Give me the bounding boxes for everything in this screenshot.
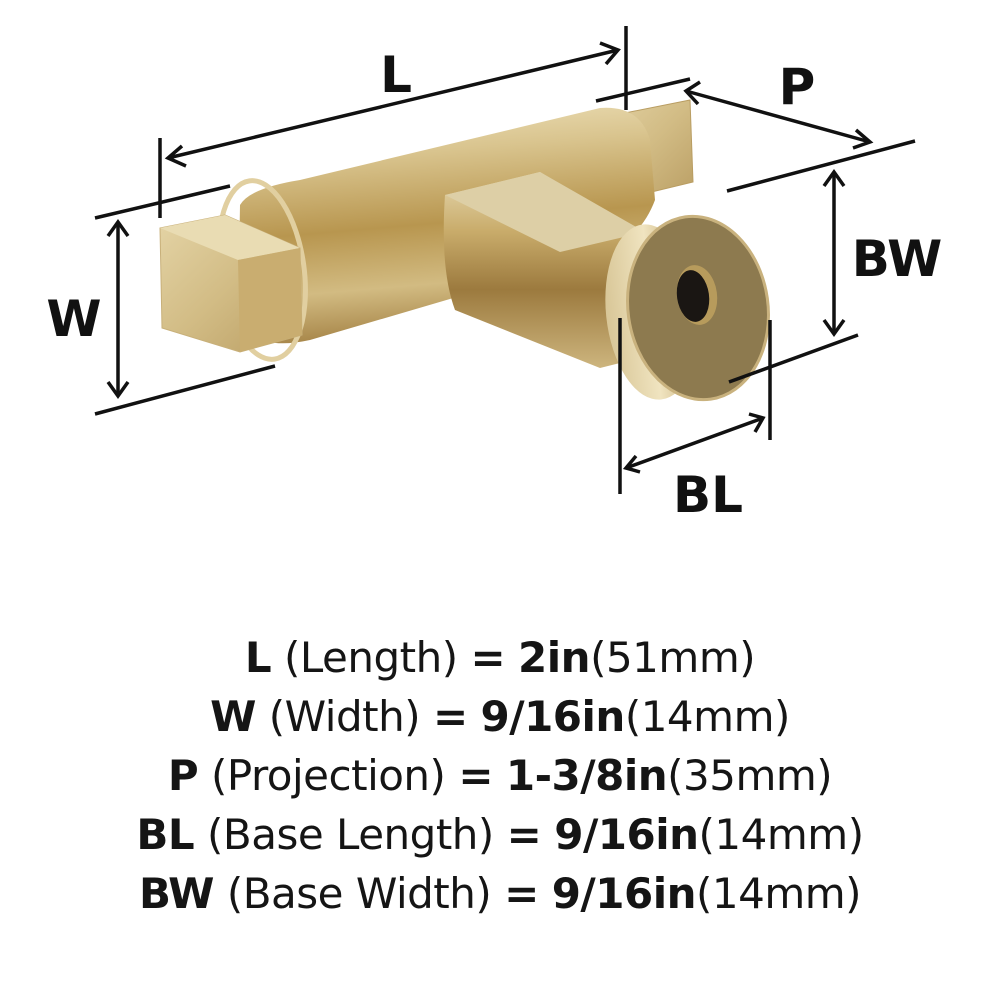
spec-equals: =: [458, 751, 494, 800]
spec-name: (Projection): [210, 751, 446, 800]
spec-imperial-value: 9/16in: [480, 692, 626, 741]
spec-name: (Base Width): [226, 869, 492, 918]
spec-equals: =: [506, 810, 542, 859]
spec-name: (Length): [283, 633, 458, 682]
spec-equals: =: [504, 869, 539, 918]
spec-metric-value: (35mm): [667, 751, 833, 800]
spec-equals: =: [470, 633, 506, 682]
spec-equals: =: [432, 692, 468, 741]
spec-imperial-value: 9/16in: [551, 869, 697, 918]
dimension-BW: [728, 168, 859, 384]
spec-imperial-value: 2in: [518, 633, 591, 682]
label-P: P: [779, 58, 816, 116]
dimension-W: [94, 218, 276, 416]
spec-metric-value: (14mm): [698, 810, 865, 859]
spec-base-length: BL (Base Length) = 9/16in(14mm): [0, 805, 1000, 864]
spec-name: (Base Length): [207, 810, 494, 859]
dimension-lines: [94, 26, 916, 494]
spec-imperial-value: 9/16in: [554, 810, 699, 859]
spec-code: BL: [136, 810, 195, 859]
spec-width: W (Width) = 9/16in(14mm): [0, 687, 1000, 746]
spec-metric-value: (14mm): [624, 692, 791, 741]
product-illustration: [159, 99, 770, 402]
dimension-BL: [618, 318, 772, 494]
product-dimension-diagram: L P W BW BL: [46, 26, 943, 524]
label-BW: BW: [852, 230, 943, 288]
label-W: W: [46, 290, 101, 348]
spec-imperial-value: 1-3/8in: [505, 751, 668, 800]
spec-metric-value: (51mm): [590, 633, 756, 682]
spec-name: (Width): [268, 692, 421, 741]
spec-code: P: [167, 751, 199, 800]
spec-code: BW: [138, 869, 215, 918]
label-L: L: [380, 46, 412, 104]
dimension-P: [683, 80, 916, 193]
spec-code: W: [210, 692, 256, 741]
spec-code: L: [244, 633, 272, 682]
spec-projection: P (Projection) = 1-3/8in(35mm): [0, 746, 1000, 805]
label-BL: BL: [673, 466, 743, 524]
spec-base-width: BW (Base Width) = 9/16in(14mm): [0, 864, 1000, 923]
spec-length: L (Length) = 2in(51mm): [0, 628, 1000, 687]
spec-metric-value: (14mm): [696, 869, 862, 918]
dimension-L: [94, 26, 691, 220]
dimension-specs: L (Length) = 2in(51mm) W (Width) = 9/16i…: [0, 628, 1000, 923]
